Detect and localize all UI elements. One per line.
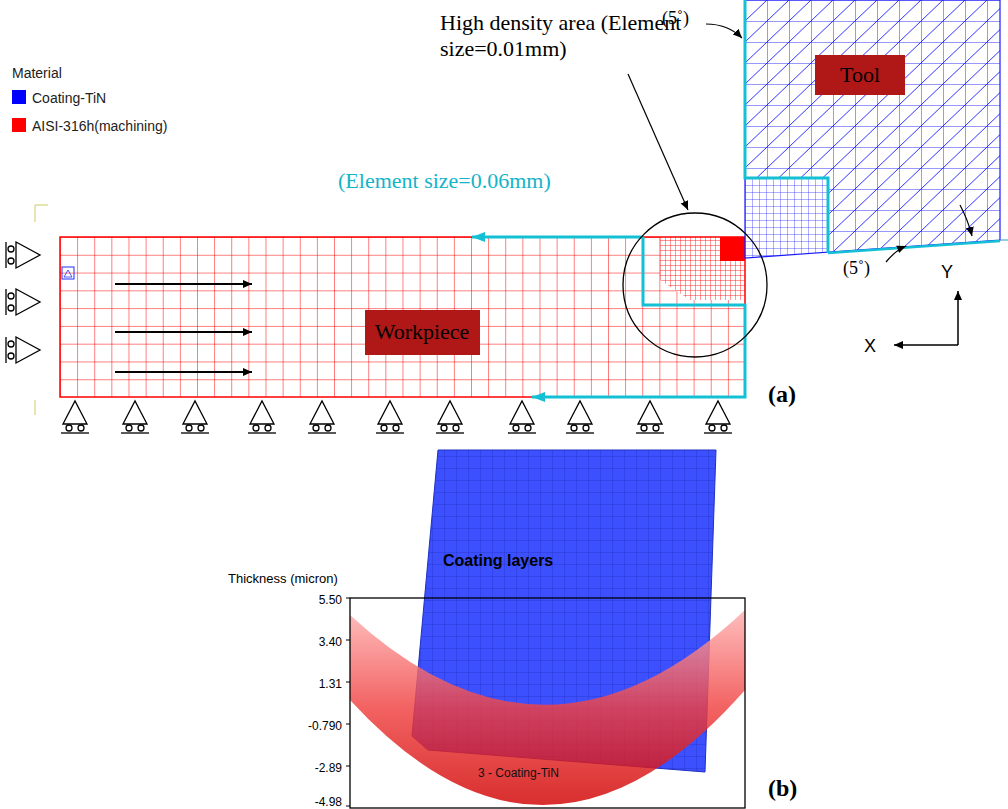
panel-label-holder: (b) <box>768 775 797 803</box>
tick-label-holder: 3.40 <box>280 632 342 650</box>
layer-label: 3 - Coating-TiN <box>478 766 559 780</box>
mesh-size-label-holder: (Element size=0.06mm) <box>338 168 551 193</box>
panel-label: (b) <box>768 775 797 801</box>
tick-label: -2.89 <box>315 762 342 776</box>
tick-label: -4.98 <box>315 796 342 809</box>
tick-label-holder: -2.89 <box>280 758 342 776</box>
tick-label: 3.40 <box>319 636 342 650</box>
axis-title: Thickness (micron) <box>228 571 338 586</box>
angle-label-holder: (5˚) <box>662 8 689 29</box>
region-label-holder: Coating layers <box>443 552 553 570</box>
part-box: Workpiece <box>365 310 480 355</box>
tick-label: 1.31 <box>319 678 342 692</box>
part-name: Tool <box>840 62 880 88</box>
layer-label-holder: 3 - Coating-TiN <box>478 763 559 781</box>
legend-swatch <box>12 118 26 132</box>
panel-label-holder: (a) <box>768 381 796 409</box>
tick-label-holder: 5.50 <box>280 590 342 608</box>
axis-label: Y <box>941 262 953 282</box>
region-label: Coating layers <box>443 552 553 569</box>
axis-label-holder: X <box>864 336 876 357</box>
angle-label-holder: (5˚) <box>843 258 870 279</box>
part-name: Workpiece <box>375 319 470 345</box>
legend-entry: AISI-316h(machining) <box>32 117 167 135</box>
legend-heading-holder: Material <box>12 64 62 82</box>
legend-swatch <box>12 90 26 104</box>
mesh-size-label: (Element size=0.06mm) <box>338 168 551 193</box>
callout-text: High density area (Element size=0.01mm) <box>440 10 681 61</box>
tick-label-holder: -0.790 <box>280 716 342 734</box>
legend-heading: Material <box>12 65 62 81</box>
angle-label: (5˚) <box>662 8 689 28</box>
tick-label-holder: 1.31 <box>280 674 342 692</box>
legend-entry: Coating-TiN <box>32 89 106 107</box>
axis-label: X <box>864 336 876 356</box>
legend-text: Coating-TiN <box>32 90 106 106</box>
part-box: Tool <box>815 55 905 95</box>
axis-label-holder: Y <box>941 262 953 283</box>
tick-label: -0.790 <box>308 720 342 734</box>
legend-text: AISI-316h(machining) <box>32 118 167 134</box>
angle-label: (5˚) <box>843 258 870 278</box>
axis-title-holder: Thickness (micron) <box>228 569 338 587</box>
panel-label: (a) <box>768 381 796 407</box>
tick-label: 5.50 <box>319 594 342 608</box>
tick-label-holder: -4.98 <box>280 792 342 809</box>
